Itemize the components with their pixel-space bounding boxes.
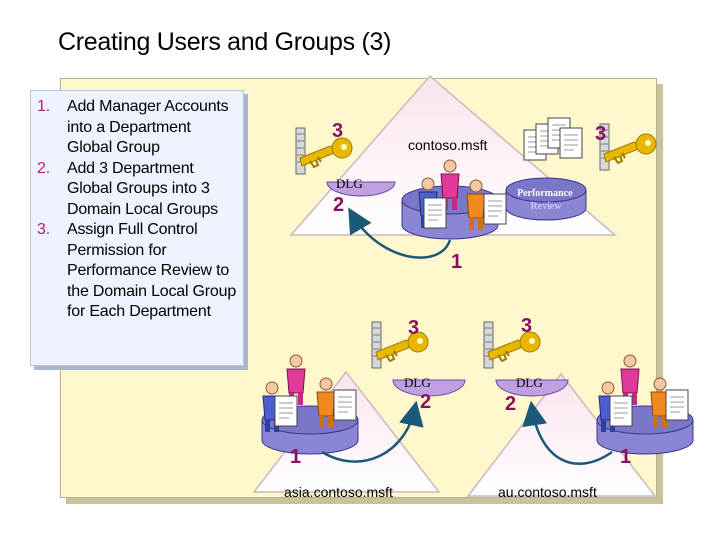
step-item: 2. Add 3 Department Global Groups into 3 … <box>37 159 239 221</box>
step-number: 3. <box>37 221 50 238</box>
steps-list: 1. Add Manager Accounts into a Department… <box>37 97 239 323</box>
domain-name-root: contoso.msft <box>408 137 487 153</box>
curved-arrow-icon <box>522 400 613 465</box>
step-text: Add 3 Department Global Groups into 3 Do… <box>67 159 218 218</box>
badge-au-dlg: 2 <box>505 393 516 415</box>
step-item: 1. Add Manager Accounts into a Department… <box>37 97 239 159</box>
dlg-asia <box>392 379 466 397</box>
badge-asia-dlg: 2 <box>420 391 431 413</box>
badge-root-dlg: 2 <box>333 194 344 216</box>
step-number: 2. <box>37 159 50 177</box>
dlg-label-asia: DLG <box>404 375 431 390</box>
badge-au-users: 1 <box>620 446 631 468</box>
slide-title: Creating Users and Groups (3) <box>58 28 392 56</box>
resource-label-line2: Review <box>530 201 562 212</box>
badge-root-key: 3 <box>332 120 343 142</box>
key-icon <box>371 321 429 369</box>
badge-root-doc: 3 <box>595 123 606 145</box>
resource-label-line1: Performance <box>517 188 573 199</box>
dlg-label-root: DLG <box>336 176 363 191</box>
key-icon <box>599 123 657 171</box>
steps-box: 1. Add Manager Accounts into a Department… <box>30 90 244 366</box>
key-icon <box>295 127 353 175</box>
badge-au-key: 3 <box>521 315 532 337</box>
step-text: Assign Full Control Permission for Perfo… <box>67 221 237 320</box>
badge-asia-users: 1 <box>290 446 301 468</box>
document-icon <box>523 117 583 161</box>
dlg-label-au: DLG <box>516 375 543 390</box>
dlg-au <box>495 379 569 397</box>
domain-name-au: au.contoso.msft <box>498 484 597 500</box>
step-text: Add Manager Accounts into a Department G… <box>67 98 229 156</box>
dlg-root <box>326 181 396 197</box>
step-number: 1. <box>37 98 50 115</box>
badge-asia-key: 3 <box>408 317 419 339</box>
resource-cylinder <box>505 177 587 221</box>
curved-arrow-icon <box>348 207 452 259</box>
domain-name-asia: asia.contoso.msft <box>284 484 393 500</box>
step-item: 3. Assign Full Control Permission for Per… <box>37 220 239 323</box>
curved-arrow-icon <box>321 400 424 463</box>
resource-label: Performance Review <box>517 188 575 212</box>
badge-root-users: 1 <box>451 251 462 273</box>
